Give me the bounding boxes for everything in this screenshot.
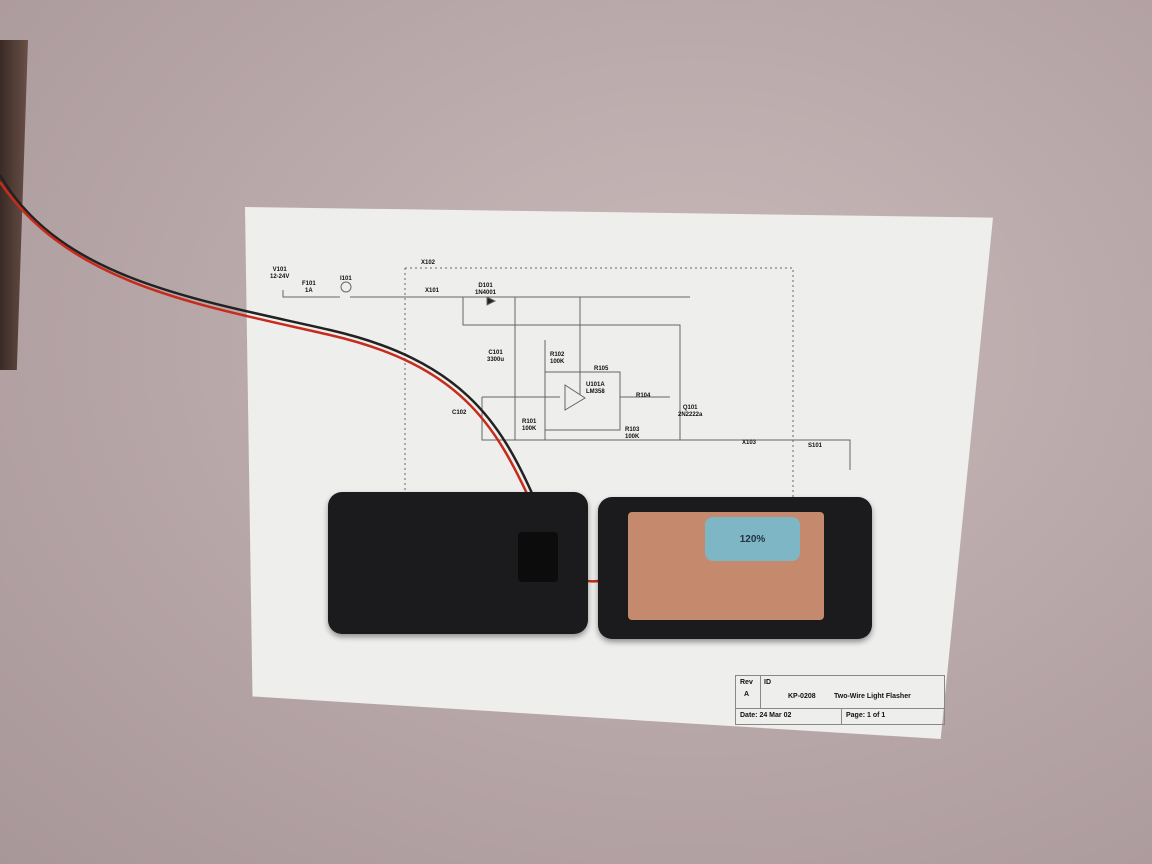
date-text: Date: 24 Mar 02	[740, 712, 792, 719]
drawing-title: Two-Wire Light Flasher	[834, 693, 911, 700]
schematic-paper	[245, 207, 993, 739]
label-x103: X103	[742, 440, 757, 446]
rev-value: A	[744, 691, 750, 698]
label-r104: R104	[636, 393, 651, 399]
label-x101: X101	[425, 288, 440, 294]
page-text: Page: 1 of 1	[846, 712, 886, 719]
rev-label: Rev	[740, 679, 753, 686]
label-i101: I101	[340, 276, 352, 282]
label-x102: X102	[421, 260, 436, 266]
battery-box-lid	[328, 492, 588, 634]
lamp-symbol	[340, 281, 352, 293]
id-value: KP-0208	[788, 693, 816, 700]
label-c102: C102	[452, 410, 467, 416]
label-s101: S101	[808, 443, 823, 449]
label-r105: R105	[594, 366, 609, 372]
title-block: Rev A ID KP-0208 Two-Wire Light Flasher …	[735, 675, 945, 725]
id-label: ID	[764, 679, 771, 686]
capacitor: 120%	[705, 517, 800, 561]
